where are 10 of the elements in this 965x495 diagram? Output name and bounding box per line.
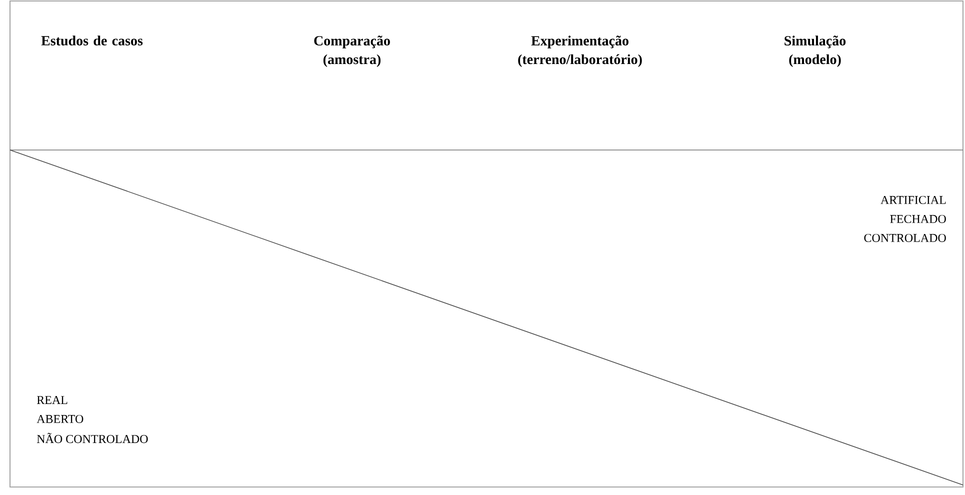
attribute-label: FECHADO [890, 214, 946, 224]
column-heading: Simulação (modelo) [784, 36, 846, 67]
attribute-label: ABERTO [36, 414, 84, 424]
attribute-label: CONTROLADO [864, 234, 946, 242]
column-heading: Experimentação (terreno/laboratório) [518, 36, 642, 67]
column-heading: Comparação (amostra) [314, 36, 390, 67]
attribute-label: ARTIFICIAL [880, 196, 946, 204]
attribute-label: REAL [36, 396, 68, 404]
column-heading: Estudos de casos [41, 36, 143, 46]
attribute-label: NÃO CONTROLADO [36, 432, 148, 444]
